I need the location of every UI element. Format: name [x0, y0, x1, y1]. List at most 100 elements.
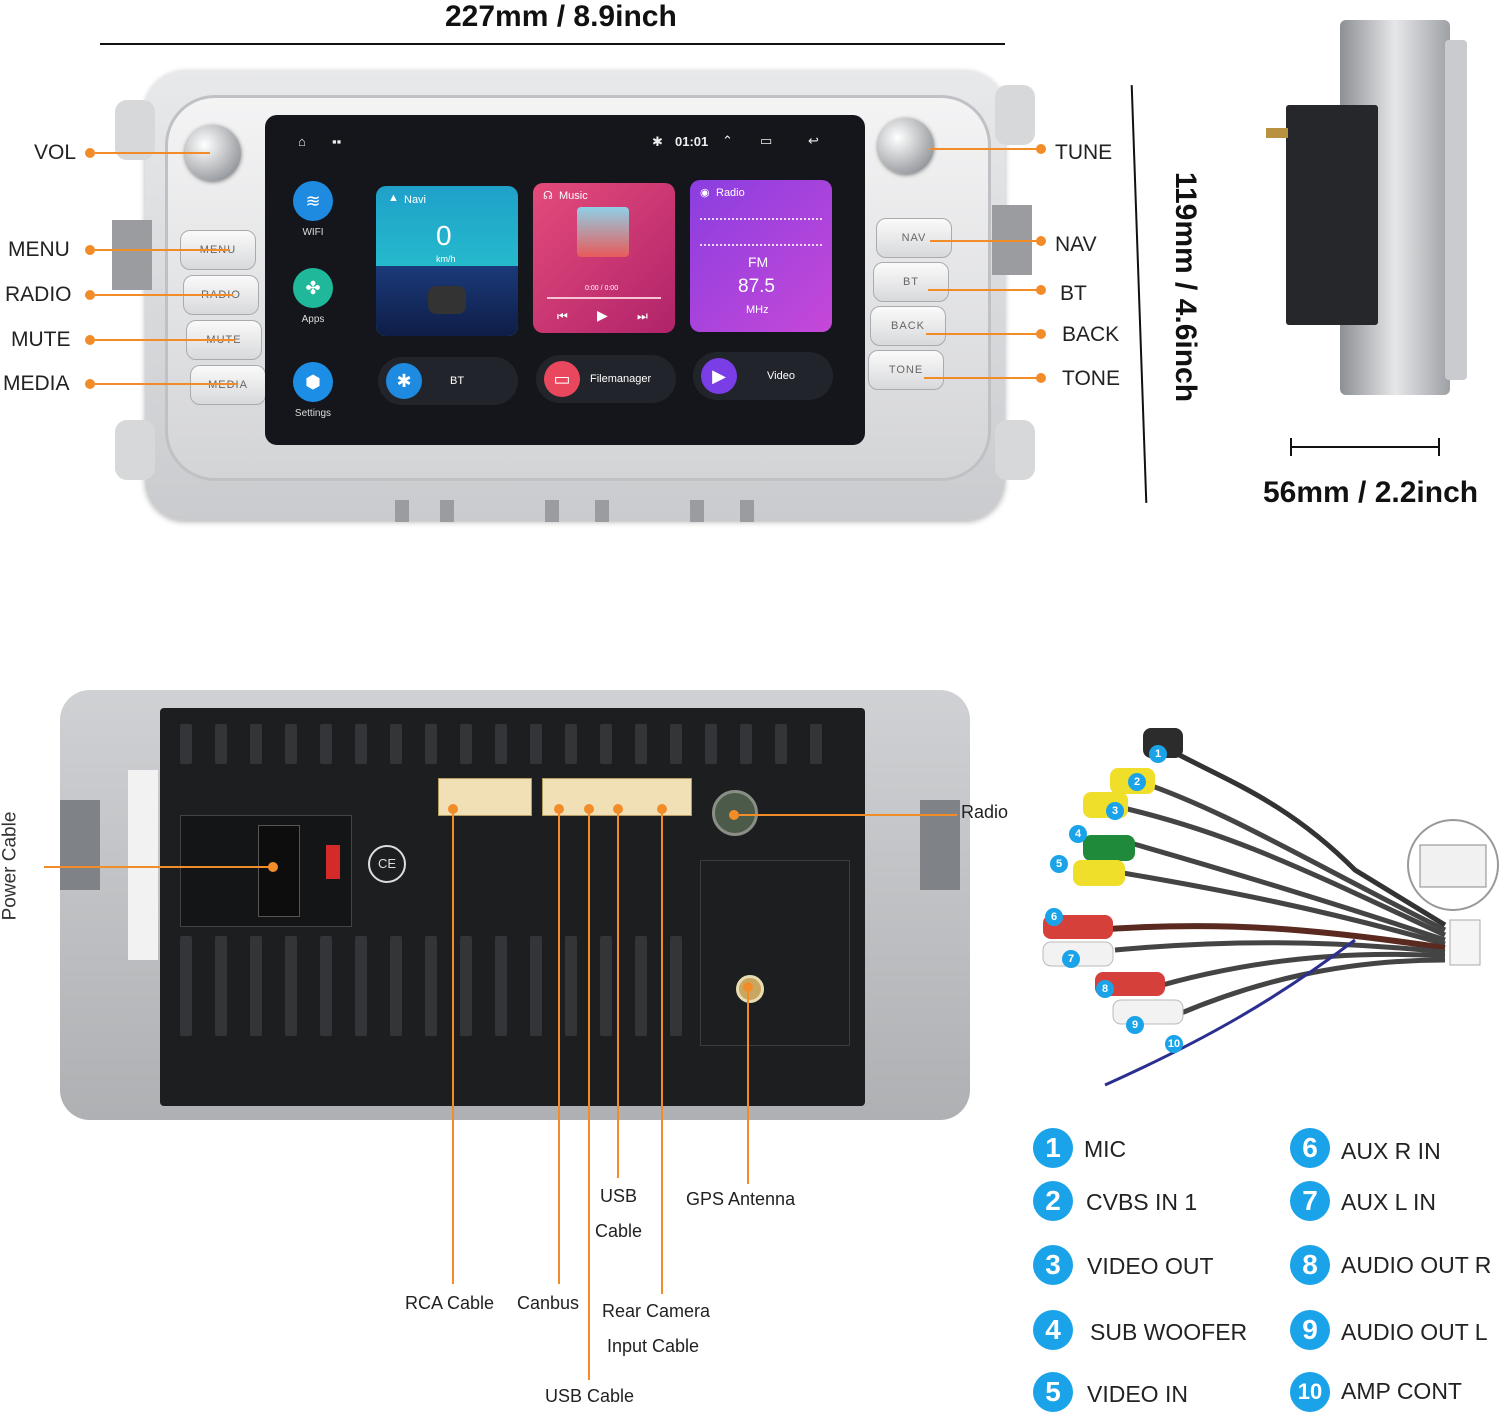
side-view-unit — [1266, 10, 1470, 395]
legend-badge-5: 5 — [1033, 1372, 1073, 1412]
callout-line — [930, 240, 1040, 242]
unit-button-bt[interactable]: BT — [873, 262, 949, 302]
callout-back: BACK — [1062, 323, 1120, 346]
rear-side-tab — [60, 800, 100, 890]
navi-arrow-icon: ▲ — [388, 192, 399, 204]
radio-card-icon: ◉ — [700, 187, 710, 199]
radio-label: Radio — [961, 802, 1009, 822]
callout-dot — [1036, 236, 1046, 246]
radio-title: Radio — [716, 187, 745, 199]
usb-cable-bottom-label: USB Cable — [545, 1386, 635, 1406]
callout-line — [739, 814, 957, 816]
callout-dot — [1036, 285, 1046, 295]
legend-label-4: SUB WOOFER — [1090, 1319, 1248, 1345]
music-card[interactable]: ☊ Music 0:00 / 0:00 ⏮ ▶ ⏭ — [533, 183, 675, 333]
callout-radio: RADIO — [5, 283, 72, 306]
headphones-icon: ☊ — [543, 190, 553, 202]
callout-line — [95, 383, 238, 385]
callout-line — [95, 249, 230, 251]
apps-icon[interactable]: ✤ — [293, 268, 333, 308]
rear-camera-label-line1: Rear Camera — [602, 1301, 711, 1321]
home-icon[interactable]: ⌂ — [298, 134, 306, 149]
video-shortcut[interactable]: ▶ Video — [693, 352, 833, 400]
recent-apps-icon[interactable]: ▪▪ — [332, 134, 342, 149]
legend-label-1: MIC — [1084, 1136, 1127, 1162]
power-cable-label: Power Cable — [0, 811, 21, 921]
radio-unit: MHz — [746, 304, 769, 316]
rear-camera-label-line2: Input Cable — [607, 1336, 700, 1356]
side-view-plate — [1286, 105, 1378, 325]
mount-peg — [595, 500, 609, 522]
status-bar: ⌂ ▪▪ ✱ 01:01 ⌃ ▭ ↩ — [280, 132, 850, 154]
rca-connector — [438, 778, 532, 816]
music-progress[interactable] — [547, 297, 661, 299]
callout-dot — [85, 290, 95, 300]
callout-line — [617, 812, 619, 1178]
radio-card[interactable]: ◉ Radio FM 87.5 MHz — [690, 180, 832, 332]
window-icon[interactable]: ▭ — [760, 133, 773, 148]
wiring-harness-illustration — [1042, 728, 1499, 1087]
filemanager-shortcut[interactable]: ▭ Filemanager — [536, 355, 676, 403]
play-icon[interactable]: ▶ — [597, 307, 608, 323]
tune-knob[interactable] — [878, 118, 934, 174]
legend-badge-1: 1 — [1033, 1128, 1073, 1168]
mount-tab — [995, 85, 1035, 145]
mount-tab — [995, 420, 1035, 480]
legend-label-7: AUX L IN — [1341, 1189, 1437, 1215]
rear-fins — [170, 716, 860, 1106]
callout-dot — [743, 982, 753, 992]
depth-tick-right — [1438, 438, 1440, 456]
wifi-app-icon[interactable]: ≋ — [293, 181, 333, 221]
callout-line — [926, 333, 1040, 335]
radio-frequency: 87.5 — [738, 276, 775, 297]
callout-tune: TUNE — [1055, 141, 1113, 164]
depth-tick-left — [1290, 438, 1292, 456]
music-time: 0:00 / 0:00 — [585, 285, 619, 292]
legend-badge-7: 7 — [1290, 1181, 1330, 1221]
power-connector — [258, 825, 300, 917]
unit-button-tone[interactable]: TONE — [868, 350, 944, 390]
navi-title: Navi — [404, 194, 427, 206]
legend-label-10: AMP CONT — [1341, 1378, 1462, 1404]
callout-line — [588, 812, 590, 1380]
video-shortcut-label: Video — [767, 370, 795, 382]
callout-dot — [1036, 329, 1046, 339]
harness-badge-1: 1 — [1149, 745, 1167, 763]
harness-badge-4: 4 — [1069, 825, 1087, 843]
harness-badge-5: 5 — [1050, 855, 1068, 873]
unit-button-media[interactable]: MEDIA — [190, 365, 266, 405]
unit-button-nav[interactable]: NAV — [876, 218, 952, 258]
harness-badge-9: 9 — [1126, 1016, 1144, 1034]
prev-track-icon[interactable]: ⏮ — [557, 309, 568, 323]
depth-dimension-line — [1290, 446, 1440, 448]
bt-shortcut[interactable]: ✱ BT — [378, 357, 518, 405]
expand-icon[interactable]: ⌃ — [722, 133, 733, 148]
canbus-label: Canbus — [517, 1293, 580, 1313]
bluetooth-icon: ✱ — [652, 134, 663, 149]
back-icon[interactable]: ↩ — [808, 133, 819, 148]
radio-band: FM — [748, 254, 769, 270]
legend-label-5: VIDEO IN — [1087, 1381, 1188, 1407]
settings-icon[interactable]: ⬢ — [293, 362, 333, 402]
navi-card[interactable]: Navi ▲ 0 km/h — [376, 186, 518, 336]
callout-dot — [85, 245, 95, 255]
callout-tone: TONE — [1062, 367, 1120, 390]
mount-peg — [690, 500, 704, 522]
music-title: Music — [559, 190, 588, 202]
antenna-panel — [700, 860, 850, 1046]
rca-cable-label: RCA Cable — [405, 1293, 495, 1313]
callout-line — [661, 812, 663, 1294]
callout-nav: NAV — [1055, 233, 1097, 256]
depth-dimension-label: 56mm / 2.2inch — [1263, 476, 1479, 509]
legend-label-8: AUDIO OUT R — [1341, 1252, 1492, 1278]
callout-dot — [584, 804, 594, 814]
settings-label: Settings — [294, 408, 332, 419]
unit-button-radio[interactable]: RADIO — [183, 275, 259, 315]
unit-button-back[interactable]: BACK — [870, 306, 946, 346]
serial-label — [128, 770, 158, 960]
width-dimension-line — [100, 43, 1005, 45]
next-track-icon[interactable]: ⏭ — [637, 309, 648, 323]
mount-peg — [545, 500, 559, 522]
apps-label: Apps — [301, 314, 325, 325]
car-icon — [428, 286, 466, 314]
